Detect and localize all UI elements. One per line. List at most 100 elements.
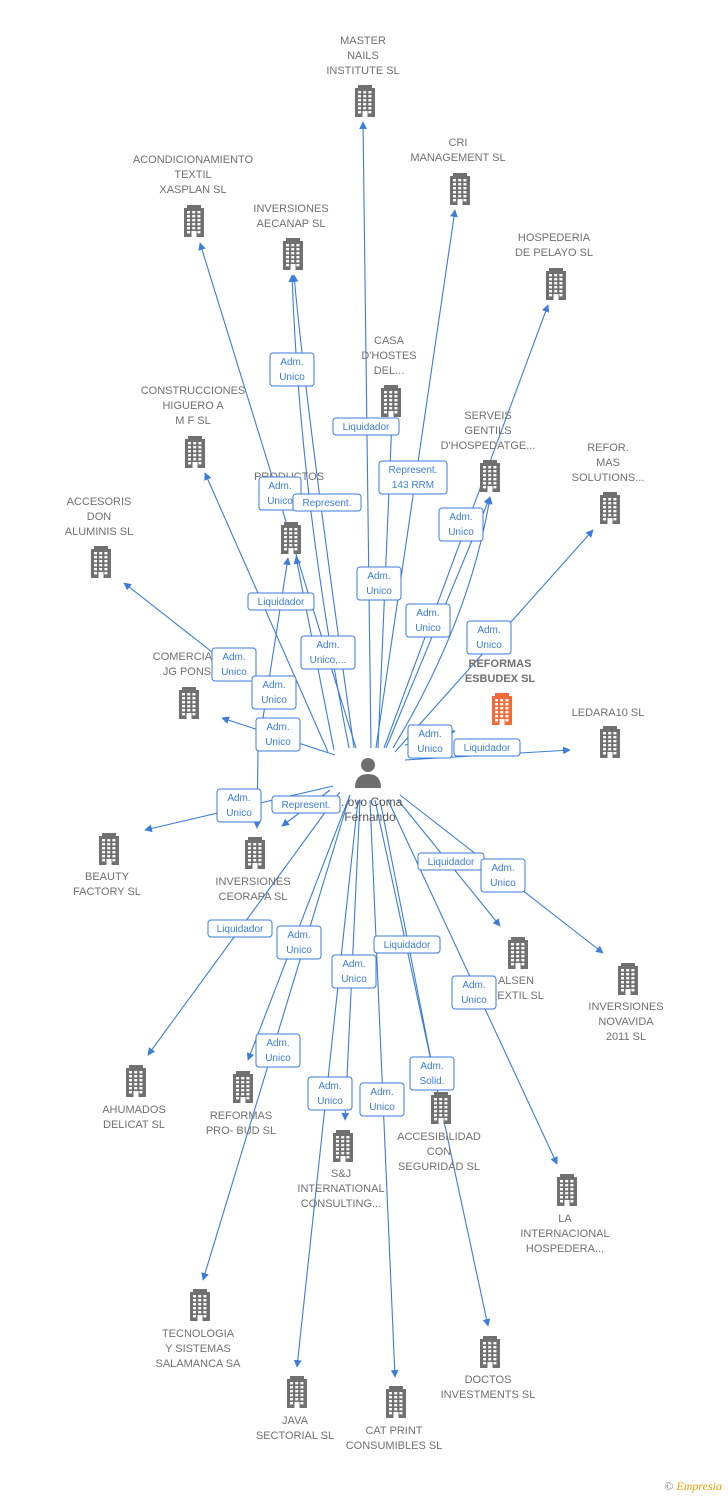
role-badge-text: 143 RRM [392, 480, 434, 491]
role-badge[interactable]: Adm.Unico [331, 954, 377, 989]
brand-footer[interactable]: © Empresia [664, 1479, 722, 1494]
role-badge[interactable]: Adm.Unico [255, 1033, 301, 1068]
company-name-line: HOSPEDERA... [526, 1243, 604, 1255]
role-badge-text: Unico [490, 878, 516, 889]
role-badge[interactable]: Adm.Unico [407, 724, 453, 759]
company-node[interactable]: INVERSIONES CEORAPA SL [215, 837, 291, 903]
role-badge[interactable]: Adm.Unico [480, 858, 526, 893]
company-name-line: PRO- BUD SL [206, 1125, 276, 1137]
role-badge[interactable]: Adm.Unico [356, 566, 402, 601]
building-icon [179, 687, 199, 719]
role-badge[interactable]: Adm.Unico [216, 788, 262, 823]
person-name-line: Fernando [344, 810, 396, 824]
role-badge[interactable]: Liquidador [332, 417, 400, 436]
company-name-line: SALAMANCA SA [156, 1358, 242, 1370]
company-node[interactable]: COMERCIA...JG PONS [153, 651, 221, 719]
building-icon [480, 460, 500, 492]
role-badge-text: Adm. [449, 512, 472, 523]
company-name-line: CEORAPA SL [219, 891, 288, 903]
company-node[interactable]: REFOR.MASSOLUTIONS... [572, 442, 645, 524]
company-name-line: CRI [449, 137, 468, 149]
company-name-line: ACCESIBILIDAD [397, 1131, 481, 1143]
company-node[interactable]: LAINTERNACIONALHOSPEDERA... [520, 1174, 610, 1255]
company-name-line: INSTITUTE SL [326, 65, 399, 77]
role-badge[interactable]: Liquidador [417, 852, 485, 871]
role-badge[interactable]: Adm.Unico [211, 647, 257, 682]
role-badge[interactable]: Liquidador [453, 738, 521, 757]
role-badge[interactable]: Adm. Unico [359, 1082, 405, 1117]
role-badge-text: Unico [265, 737, 291, 748]
role-badge[interactable]: Adm.Unico [438, 507, 484, 542]
company-name-line: LA [558, 1213, 572, 1225]
role-badge[interactable]: Adm.Unico [251, 675, 297, 710]
role-badge[interactable]: Adm.Unico [466, 620, 512, 655]
role-badge[interactable]: Represent. 143 RRM [378, 460, 448, 495]
role-badge[interactable]: Adm.Unico [276, 925, 322, 960]
role-badge[interactable]: Adm.Solid. [409, 1056, 455, 1091]
building-icon [245, 837, 265, 869]
building-icon [600, 726, 620, 758]
role-badge[interactable]: Represent. [271, 795, 341, 814]
company-name-line: XASPLAN SL [159, 184, 226, 196]
role-badge-text: Adm. [477, 625, 500, 636]
role-badge[interactable]: Liquidador [247, 592, 315, 611]
company-name-line: DELICAT SL [103, 1119, 165, 1131]
company-name-line: INVERSIONES [215, 876, 290, 888]
role-badge-text: Unico [369, 1102, 395, 1113]
role-badge[interactable]: Represent. [292, 493, 362, 512]
role-badge-text: Represent. [303, 498, 352, 509]
company-name-line: REFOR. [587, 442, 629, 454]
company-name-line: HIGUERO A [162, 400, 224, 412]
company-node[interactable]: S&JINTERNATIONALCONSULTING... [297, 1130, 385, 1210]
building-icon [283, 238, 303, 270]
company-node[interactable]: SERVEISGENTILSD'HOSPEDATGE... [441, 410, 536, 492]
role-badge[interactable]: Adm. Unico [255, 717, 301, 752]
role-badge[interactable]: Adm.Unico [451, 975, 497, 1010]
company-name-line: CONSUMIBLES SL [346, 1440, 443, 1452]
role-badge[interactable]: Adm.Unico [269, 352, 315, 387]
company-name-line: INVERSIONES [253, 203, 328, 215]
role-badge-text: Adm. [318, 1081, 341, 1092]
role-badge[interactable]: Adm.Unico,... [300, 635, 356, 670]
company-node[interactable]: CASAD'HOSTESDEL... [361, 335, 417, 417]
role-badge-text: Adm. [262, 680, 285, 691]
company-name-line: DEL... [374, 365, 405, 377]
role-badge[interactable]: Liquidador [207, 919, 273, 938]
role-badge-text: Adm. [222, 652, 245, 663]
role-badge[interactable]: Adm. Unico [307, 1076, 353, 1111]
role-badge-text: Unico [415, 623, 441, 634]
company-name-line: TEXTIL [174, 169, 211, 181]
brand-logo-initial: E [676, 1479, 684, 1493]
building-icon [99, 833, 119, 865]
role-badge-text: Unico [317, 1096, 343, 1107]
building-icon [287, 1376, 307, 1408]
role-badge-text: Represent. [389, 465, 438, 476]
role-badge-text: Liquidador [384, 940, 431, 951]
role-badge[interactable]: Liquidador [373, 935, 441, 954]
relation-edge [123, 582, 213, 653]
company-node[interactable]: LEDARA10 SL [572, 707, 645, 758]
role-badge-text: Unico,... [310, 655, 347, 666]
role-badge-text: Adm. [266, 722, 289, 733]
role-badge[interactable]: Adm.Unico [405, 603, 451, 638]
role-badge-text: Adm. [370, 1087, 393, 1098]
company-node[interactable]: ALSEN...EXTIL SL [488, 937, 544, 1002]
